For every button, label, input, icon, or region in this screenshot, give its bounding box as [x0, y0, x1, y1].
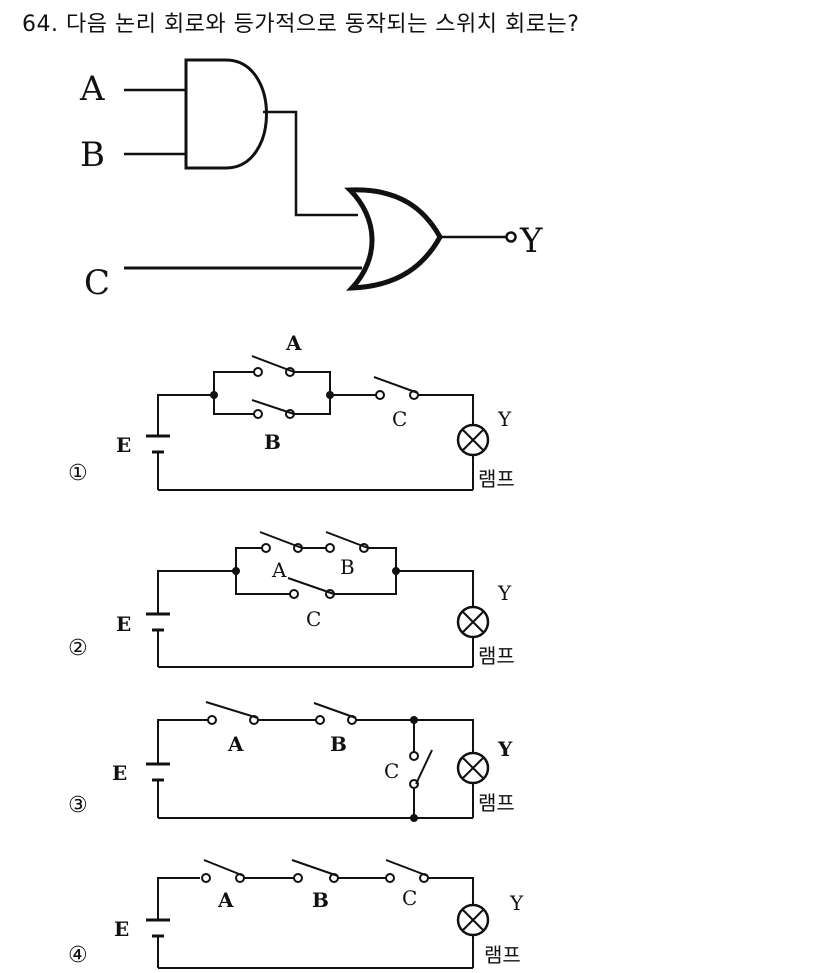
switch-b-label: B	[264, 430, 281, 454]
wire	[157, 719, 208, 764]
lamp	[456, 605, 490, 639]
lamp-label: 램프	[478, 644, 515, 668]
lamp-cross	[462, 909, 484, 931]
switch-a-contact	[253, 367, 263, 377]
wire	[334, 571, 397, 595]
switch-b-contact	[325, 543, 335, 553]
battery-label: E	[114, 917, 129, 941]
switch-c-blade	[287, 577, 335, 595]
wire	[396, 570, 474, 607]
switch-b-contact	[293, 873, 303, 883]
switch-c-label: C	[306, 607, 321, 631]
junction-dot	[410, 716, 418, 724]
junction-dot	[210, 391, 218, 399]
switch-c-contact	[289, 589, 299, 599]
switch-b-contact	[253, 409, 263, 419]
option-1-circuit	[146, 355, 490, 491]
option-2-circuit	[146, 531, 490, 668]
lamp	[456, 751, 490, 785]
or-gate	[344, 187, 443, 291]
switch-a-blade	[259, 531, 303, 549]
lamp-label: 램프	[478, 467, 515, 491]
option-2-mark: ②	[68, 636, 88, 661]
switch-a-contact	[207, 715, 217, 725]
switch-c-label: C	[384, 759, 399, 783]
wire	[356, 719, 474, 753]
lamp	[456, 423, 490, 457]
lamp-cross	[462, 429, 484, 451]
lamp	[456, 903, 490, 937]
wire	[157, 877, 200, 920]
wire	[157, 570, 236, 614]
lamp-output-label: Y	[497, 407, 512, 431]
switch-b-blade	[313, 702, 357, 719]
lamp-output-label: Y	[497, 737, 513, 761]
switch-a-label: A	[285, 331, 302, 355]
wire	[418, 394, 474, 425]
switch-a-blade	[205, 701, 259, 719]
option-4-circuit	[146, 859, 490, 969]
wire	[428, 877, 474, 905]
switch-c-blade	[415, 749, 433, 785]
question-number: 64.	[22, 12, 59, 37]
junction-dot	[232, 567, 240, 575]
label-a: A	[79, 69, 105, 109]
switch-c-label: C	[392, 407, 407, 431]
logic-diagram	[124, 58, 517, 291]
option-4-mark: ④	[68, 943, 88, 968]
switch-b-label: B	[312, 888, 329, 912]
switch-b-blade	[325, 531, 369, 549]
switch-b-label: B	[340, 555, 355, 579]
question-title: 64. 다음 논리 회로와 등가적으로 동작되는 스위치 회로는?	[22, 6, 579, 38]
battery-label: E	[116, 433, 131, 457]
junction-dot	[410, 814, 418, 822]
option-3-mark: ③	[68, 793, 88, 818]
wire	[213, 371, 255, 395]
switch-c-blade	[385, 859, 429, 877]
switch-a-label: A	[227, 732, 244, 756]
wire	[213, 395, 255, 415]
question-text: 다음 논리 회로와 등가적으로 동작되는 스위치 회로는?	[66, 12, 580, 37]
wire	[157, 394, 214, 436]
lamp-label: 램프	[478, 791, 515, 815]
lamp-output-label: Y	[509, 891, 524, 915]
switch-c-contact	[409, 751, 419, 761]
switch-c-contact	[385, 873, 395, 883]
lamp-output-label: Y	[497, 581, 512, 605]
battery-label: E	[112, 761, 127, 785]
output-node	[505, 231, 517, 243]
switch-a-blade	[203, 859, 245, 877]
switch-c-contact	[375, 390, 385, 400]
switch-a-contact	[261, 543, 271, 553]
lamp-cross	[462, 757, 484, 779]
switch-a-blade	[251, 355, 295, 373]
battery-label: E	[116, 612, 131, 636]
option-1-mark: ①	[68, 461, 88, 486]
switch-a-label: A	[271, 558, 287, 582]
and-gate	[184, 58, 268, 170]
switch-c-blade	[373, 376, 419, 394]
label-b: B	[80, 135, 105, 175]
lamp-cross	[462, 611, 484, 633]
wire	[235, 571, 290, 595]
switch-b-contact	[315, 715, 325, 725]
wire	[293, 371, 331, 415]
label-y: Y	[519, 221, 543, 261]
and-output-wire	[263, 110, 358, 217]
switch-a-contact	[201, 873, 211, 883]
label-c: C	[84, 263, 110, 303]
wire	[368, 547, 397, 571]
lamp-label: 램프	[484, 943, 521, 967]
switch-c-label: C	[402, 886, 417, 910]
switch-a-label: A	[217, 888, 234, 912]
option-3-circuit	[146, 701, 490, 822]
wire	[235, 547, 262, 571]
switch-b-label: B	[330, 732, 347, 756]
switch-b-blade	[291, 859, 339, 877]
switch-b-blade	[251, 399, 295, 415]
